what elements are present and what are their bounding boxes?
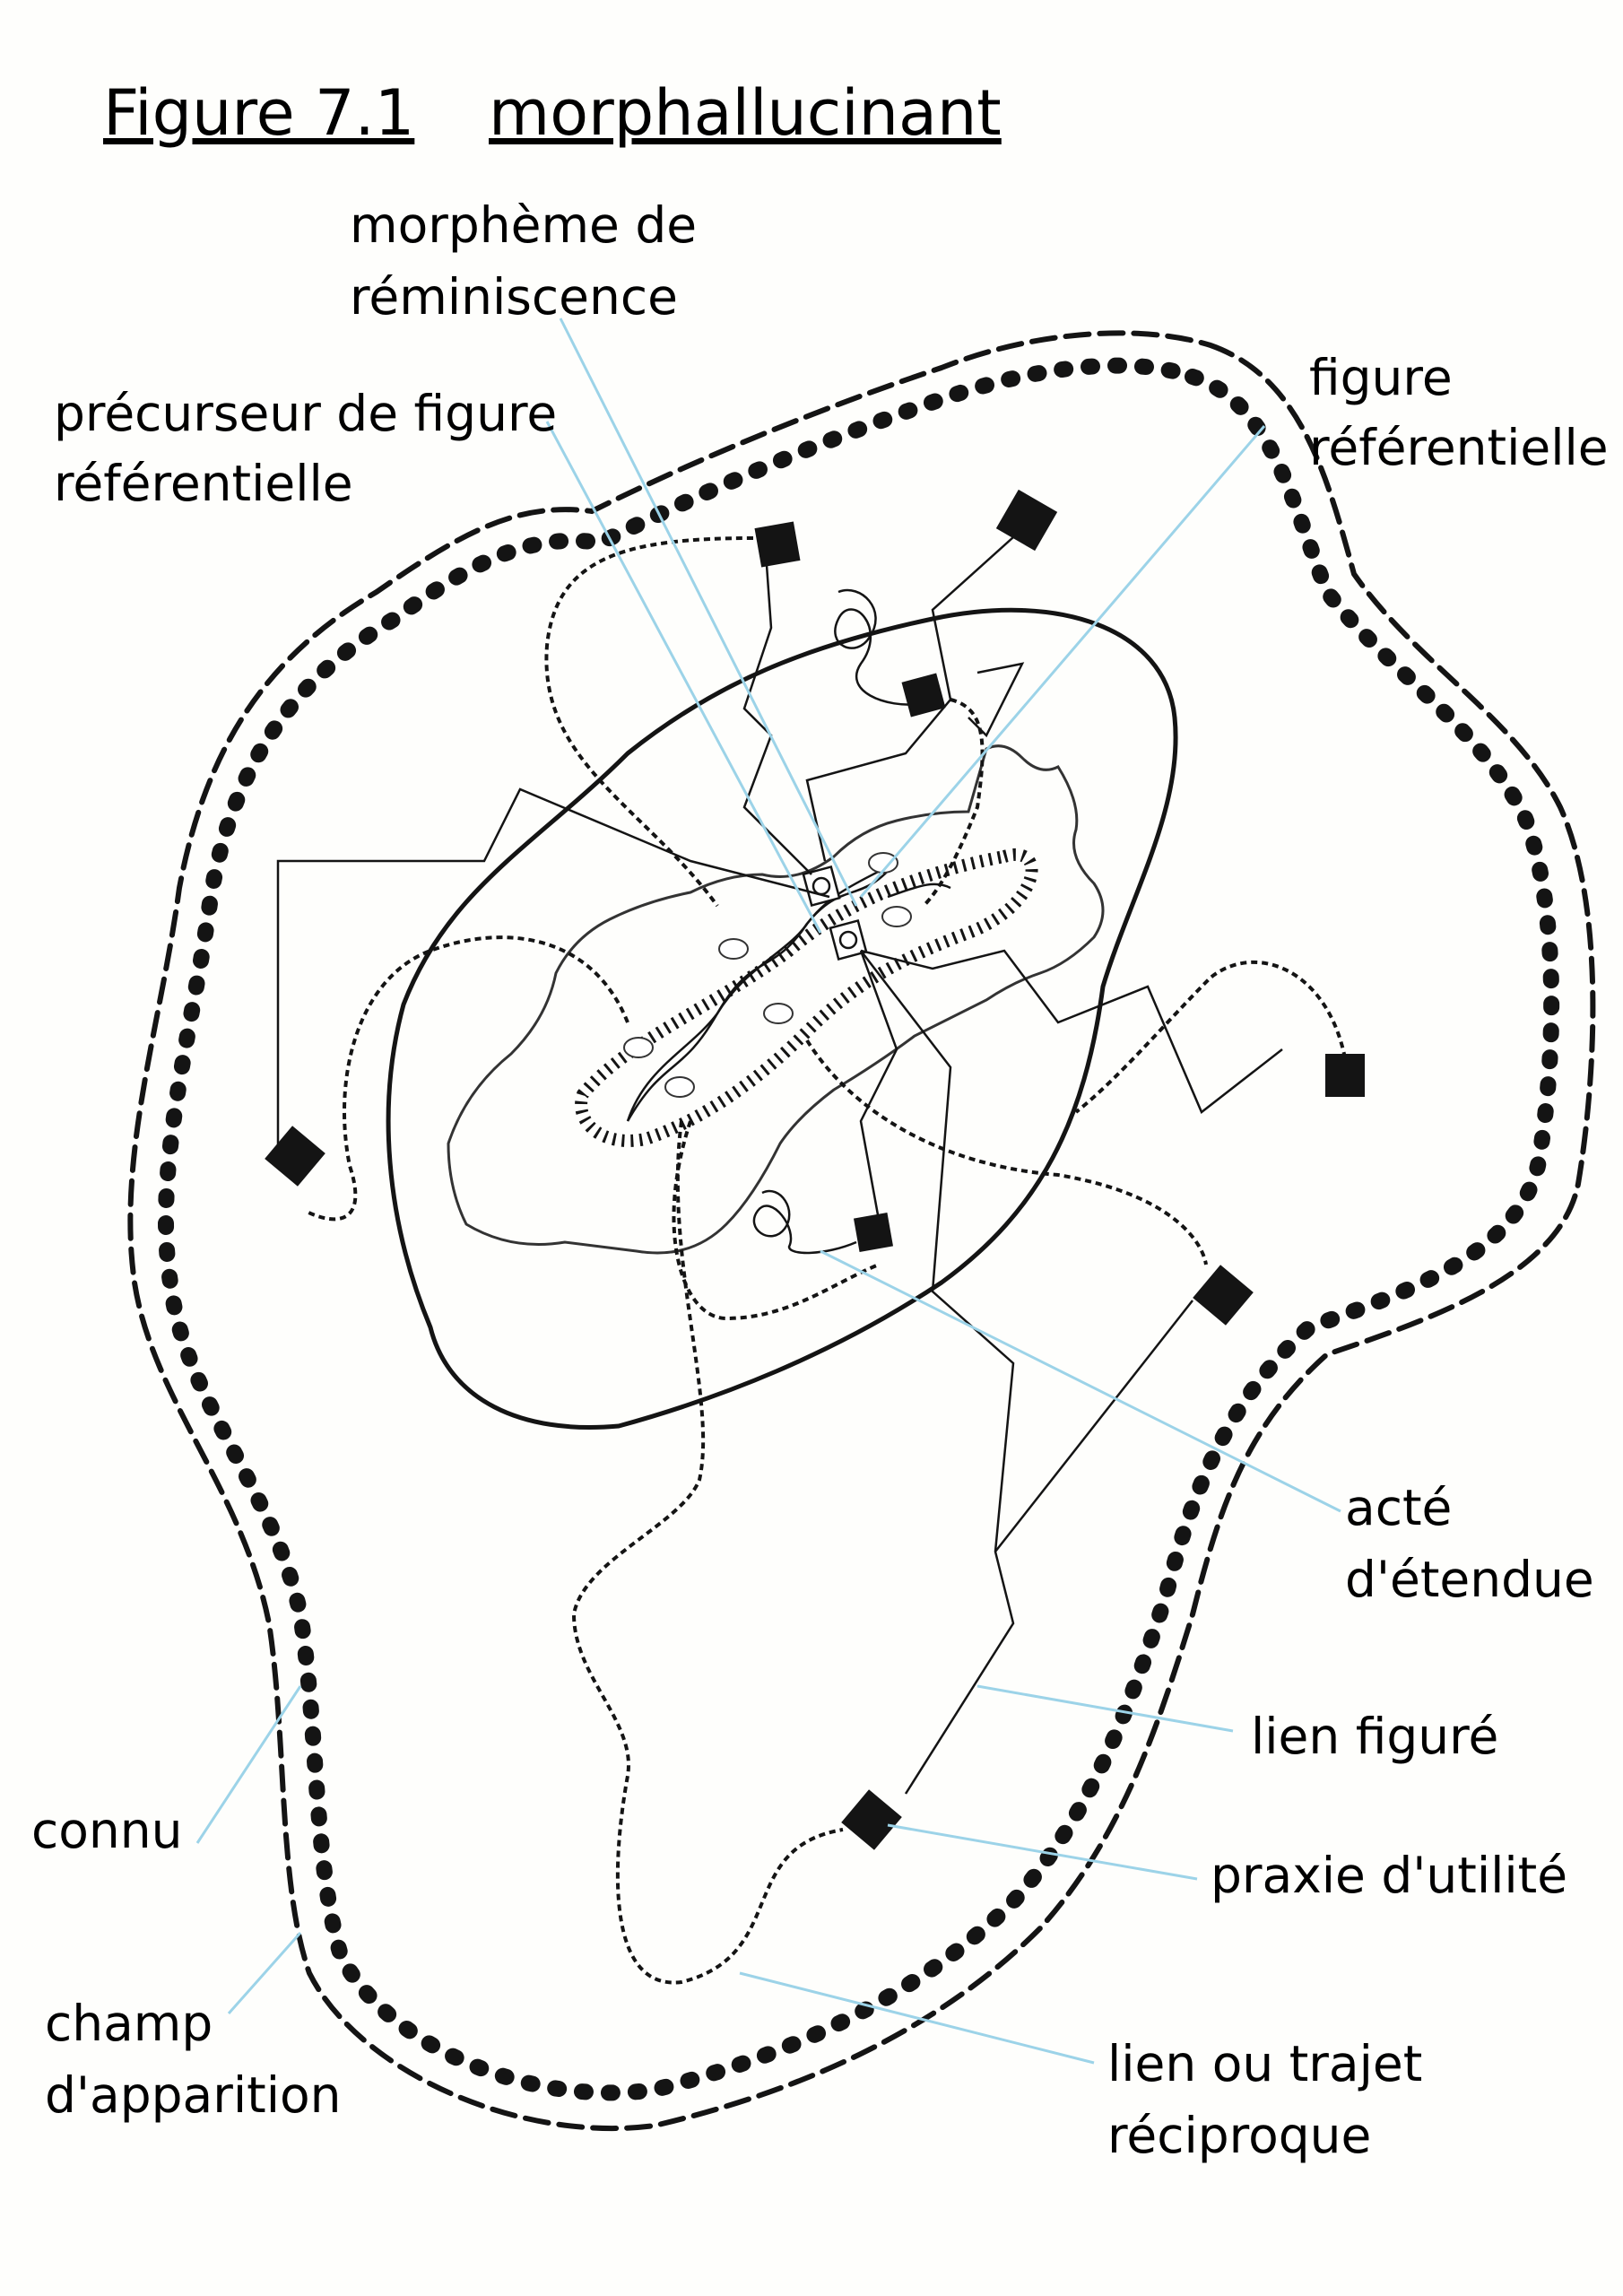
label-champ-2: d'apparition <box>45 2066 342 2124</box>
label-acte-1: acté <box>1345 1479 1452 1536</box>
middle-boundary <box>386 607 1178 1430</box>
small-ovals <box>623 852 912 1098</box>
wavy-region <box>447 744 1105 1255</box>
label-lien-reciproque-2: réciproque <box>1107 2107 1371 2164</box>
label-connu: connu <box>31 1802 182 1859</box>
label-lien-reciproque-1: lien ou trajet <box>1107 2035 1422 2092</box>
label-praxie: praxie d'utilité <box>1211 1847 1567 1904</box>
label-figure-ref-1: figure <box>1309 349 1453 406</box>
label-morpheme-2: réminiscence <box>350 268 678 326</box>
figured-links <box>276 528 1283 1795</box>
label-precurseur-1: précurseur de figure <box>54 385 557 442</box>
acte-loops <box>752 588 924 1255</box>
figure-name: morphallucinant <box>489 76 1002 150</box>
label-champ-1: champ <box>45 1995 213 2052</box>
leader-lines <box>195 317 1341 2065</box>
label-precurseur-2: référentielle <box>54 455 353 512</box>
label-lien-figure: lien figuré <box>1251 1708 1498 1765</box>
central-band <box>575 848 1038 1147</box>
label-figure-ref-2: référentielle <box>1309 419 1609 476</box>
connu-boundary <box>158 357 1560 2101</box>
figure-number: Figure 7.1 <box>103 76 414 150</box>
praxie-squares <box>265 489 1365 1850</box>
morpheme-boxes <box>802 865 868 961</box>
reciprocal-links <box>304 536 1347 1985</box>
label-acte-2: d'étendue <box>1345 1551 1594 1608</box>
label-morpheme-1: morphème de <box>350 196 697 254</box>
champ-apparition-boundary <box>127 330 1596 2132</box>
